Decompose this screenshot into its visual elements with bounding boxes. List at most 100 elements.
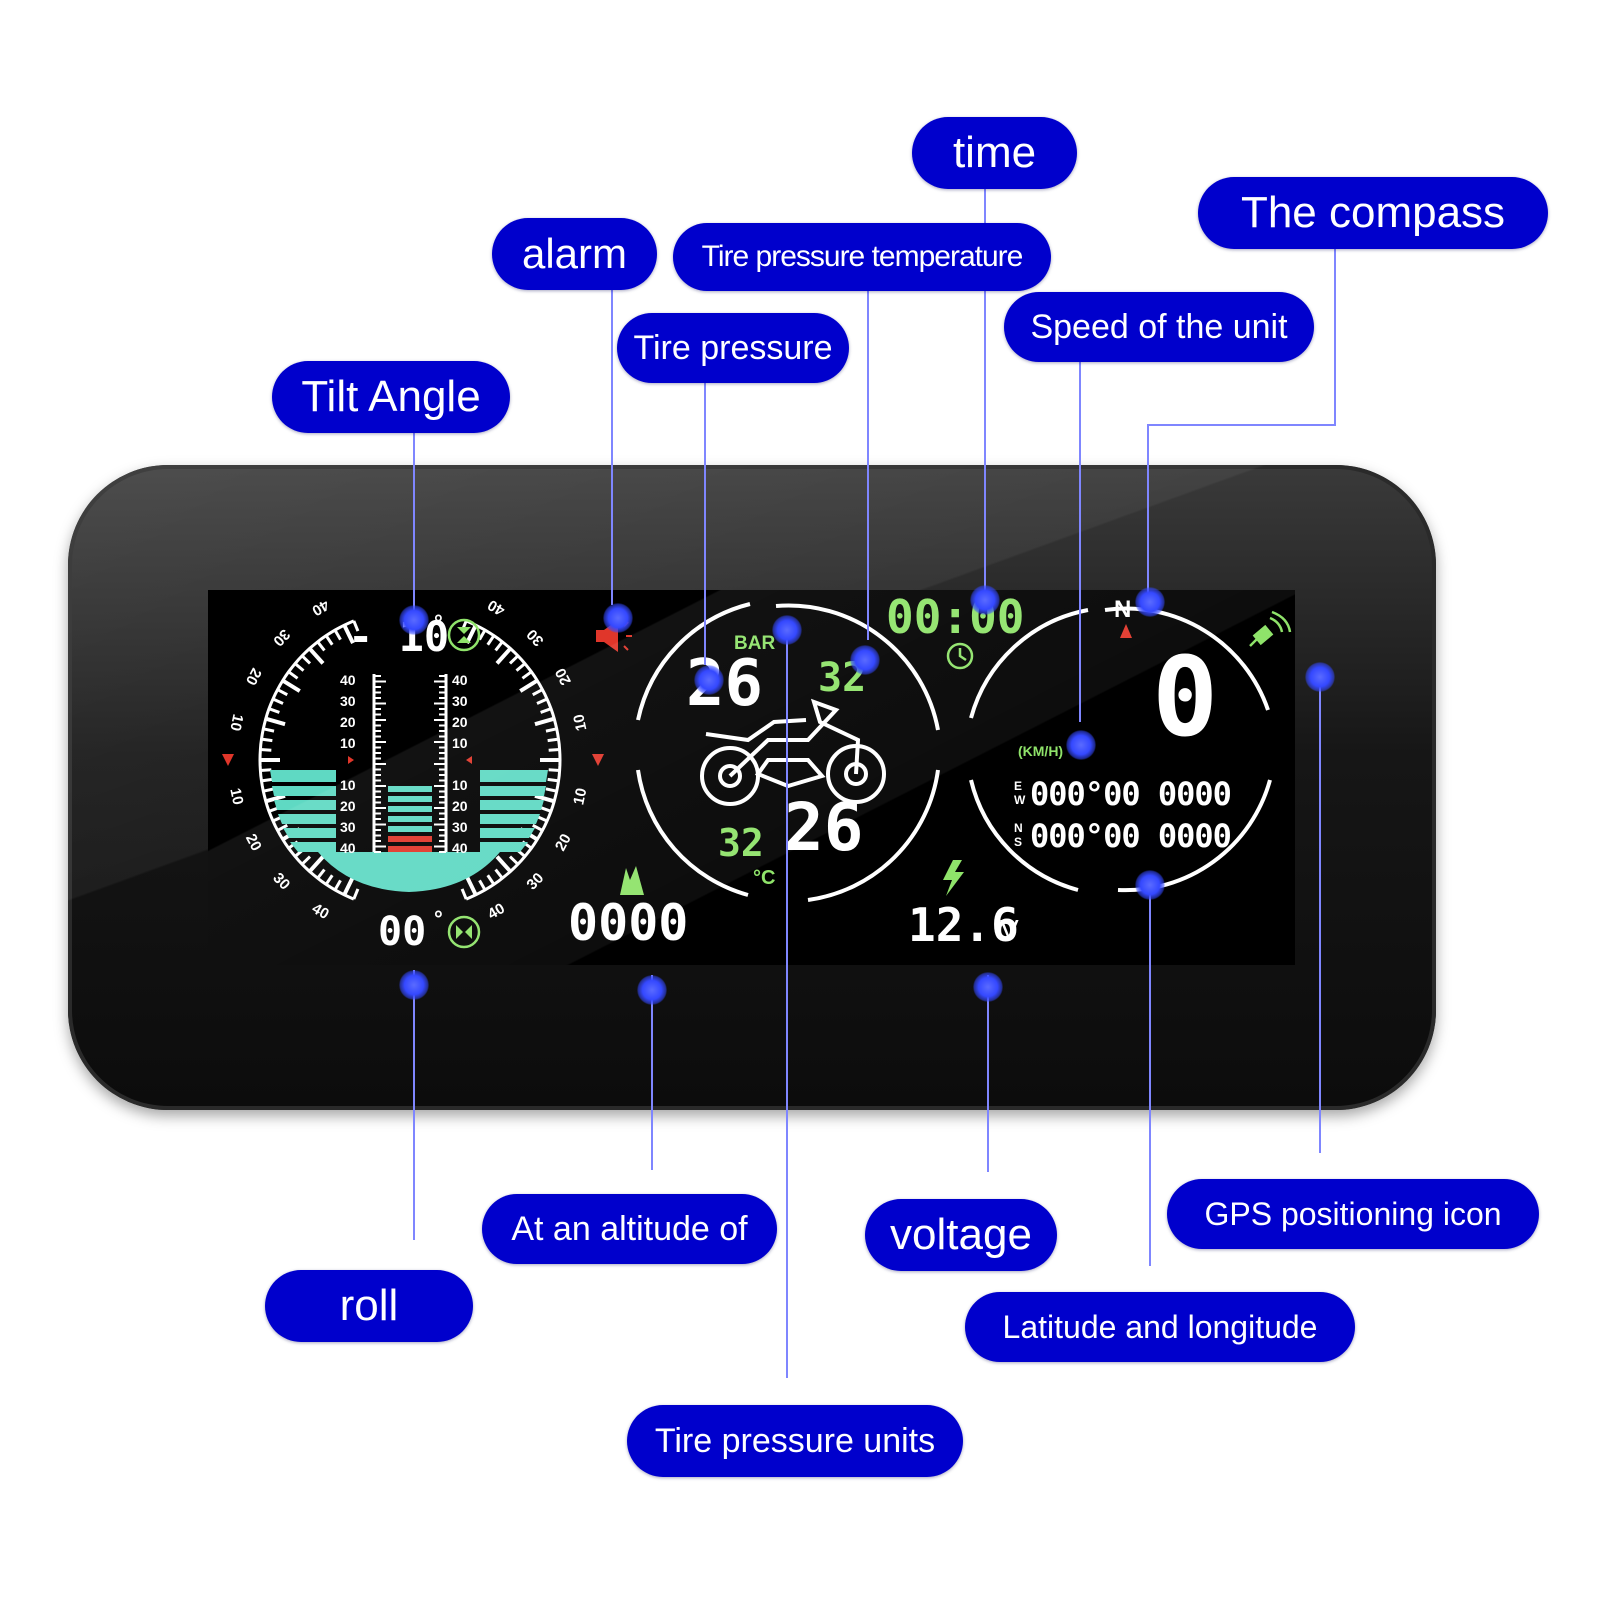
bar-label-right: 20 <box>452 798 468 814</box>
rear-tire-pressure: 26 <box>784 789 864 866</box>
bar-label-left: 40 <box>340 840 356 856</box>
inclinometer-right-scale <box>258 619 360 901</box>
roll-degree: ° <box>434 906 443 931</box>
gauge-device: - 10 ° 00 ° 0000 BAR 26 32 26 32 °C 12.6… <box>68 465 1436 1110</box>
arc-tick <box>260 768 272 772</box>
callout-tire-pressure-temperature: Tire pressure temperature <box>673 223 1051 291</box>
arc-tick <box>324 634 334 646</box>
dot-time <box>970 585 1000 615</box>
longitude-prefix-bottom: W <box>1014 793 1026 807</box>
arc-tick <box>316 640 326 652</box>
dot-tilt-angle <box>399 605 429 635</box>
callout-at-an-altitude-of: At an altitude of <box>482 1194 777 1264</box>
arc-tick <box>352 888 360 900</box>
arc-tick <box>547 777 559 783</box>
arc-tick <box>478 629 487 641</box>
arc-tick <box>287 670 299 680</box>
arc-tick <box>294 662 305 672</box>
mountain-icon <box>620 866 644 895</box>
bar-label-right: 40 <box>452 672 468 688</box>
arc-tick <box>301 654 312 665</box>
arc-tick <box>548 748 560 752</box>
bar-label-left: 30 <box>340 819 356 835</box>
arc-tick <box>508 855 519 866</box>
arc-tick <box>281 678 301 693</box>
arc-tick <box>262 787 275 793</box>
longitude-value: 000°00 0000 <box>1030 775 1232 813</box>
arc-tick <box>548 768 560 772</box>
inclinometer-vertical-ticks <box>372 674 448 853</box>
tilt-angle-value: - 10 <box>348 612 450 661</box>
bar-label-right: 10 <box>452 777 468 793</box>
roll-value: 00 <box>378 909 427 955</box>
inclinometer-bottom-bowl <box>318 852 500 892</box>
dot-altitude <box>637 975 667 1005</box>
bar-label-left: 10 <box>340 777 356 793</box>
satellite-icon <box>1249 610 1292 647</box>
callout-gps-positioning-icon: GPS positioning icon <box>1167 1179 1539 1249</box>
arc-tick <box>268 707 280 714</box>
callout-tire-pressure-units: Tire pressure units <box>627 1405 963 1477</box>
dot-gps <box>1305 662 1335 692</box>
arc-tick <box>265 793 286 804</box>
callout-tire-pressure: Tire pressure <box>617 313 849 383</box>
arc-tick <box>532 688 544 697</box>
inclinometer-left-scale <box>460 619 562 901</box>
inclinometer-left-fill <box>270 770 336 852</box>
arc-tick <box>316 868 326 880</box>
arc-tick <box>478 879 487 891</box>
dot-latitude-longitude <box>1135 870 1165 900</box>
bar-label-left: 10 <box>340 735 356 751</box>
arc-tick <box>547 737 559 743</box>
callout-voltage: voltage <box>865 1199 1057 1271</box>
tilt-circle-icon <box>447 618 481 652</box>
arc-tick <box>465 624 478 645</box>
bar-label-left: 20 <box>340 714 356 730</box>
latitude-prefix-top: N <box>1014 821 1023 835</box>
arc-tick <box>308 647 325 665</box>
red-marker-right <box>592 754 604 766</box>
tire-pressure-ring <box>636 602 940 902</box>
compass-north-label: N <box>1114 596 1132 623</box>
arc-tick <box>515 662 526 672</box>
speed-value: 0 <box>1152 633 1219 761</box>
tire-pressure-unit: BAR <box>734 633 776 654</box>
arc-tick <box>352 620 360 632</box>
arc-tick <box>261 777 273 783</box>
arc-tick <box>540 806 552 813</box>
tilt-angle-degree: ° <box>434 610 443 635</box>
arc-tick <box>465 875 478 896</box>
dot-voltage <box>973 972 1003 1002</box>
clock-icon <box>946 642 974 670</box>
arc-tick <box>276 823 288 832</box>
motorcycle-icon <box>700 698 886 806</box>
temperature-unit: °C <box>753 867 776 889</box>
voltage-value: 12.6 <box>908 898 1019 952</box>
arc-tick <box>262 727 275 733</box>
arc-tick <box>333 879 342 891</box>
rear-tire-temperature: 32 <box>718 821 764 865</box>
callout-time: time <box>912 117 1077 189</box>
callout-alarm: alarm <box>492 218 657 290</box>
bar-label-left: 20 <box>340 798 356 814</box>
arc-tick <box>532 823 544 832</box>
arc-tick <box>342 875 355 896</box>
arc-label-right: 10 <box>226 786 247 807</box>
arc-tick <box>495 647 512 665</box>
arc-tick <box>308 855 325 873</box>
arc-tick <box>508 654 519 665</box>
arc-label-right: 10 <box>226 712 247 733</box>
arc-tick <box>272 697 284 705</box>
lcd-screen: - 10 ° 00 ° 0000 BAR 26 32 26 32 °C 12.6… <box>208 590 1295 965</box>
arc-tick <box>342 624 355 645</box>
callout-latitude-and-longitude: Latitude and longitude <box>965 1292 1355 1362</box>
arc-tick <box>486 874 496 886</box>
arc-tick <box>494 640 504 652</box>
callout-roll: roll <box>265 1270 473 1342</box>
latitude-value: 000°00 0000 <box>1030 817 1232 855</box>
dot-compass <box>1135 587 1165 617</box>
arc-tick <box>276 688 288 697</box>
arc-tick <box>324 874 334 886</box>
bar-label-left: 30 <box>340 693 356 709</box>
dot-tire-pressure <box>694 665 724 695</box>
